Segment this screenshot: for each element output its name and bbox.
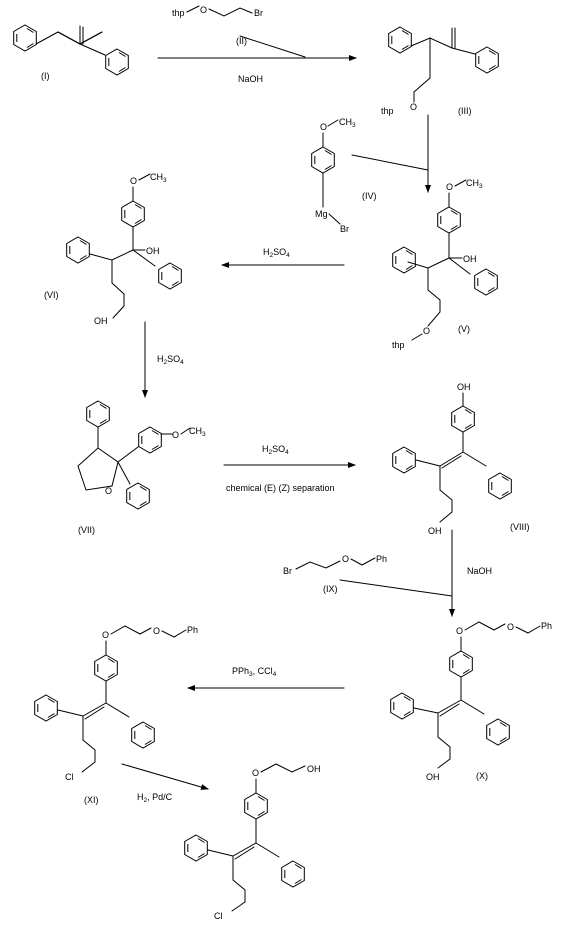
reaction-arrow — [121, 763, 209, 790]
compound-IX: Br O Ph (IX) — [283, 554, 453, 597]
benzene-ring — [392, 446, 416, 474]
atom-oh: OH — [428, 526, 442, 536]
atom-oh: OH — [146, 246, 160, 256]
atom-oh: OH — [307, 764, 321, 774]
atom-o: O — [200, 5, 207, 15]
benzene-ring — [121, 200, 145, 228]
compound-VII: O O CH3 (VII) — [77, 400, 206, 535]
atom-cl: Cl — [214, 911, 223, 921]
atom-thp: thp — [172, 8, 185, 18]
compound-label: (IX) — [323, 584, 338, 594]
benzene-ring — [126, 482, 150, 510]
benzene-ring — [131, 721, 155, 749]
atom-ring-o: O — [105, 486, 112, 496]
compound-product: O OH Cl — [184, 763, 321, 921]
compound-II: thp O Br (II) — [172, 5, 306, 58]
compound-label: (I) — [41, 71, 50, 81]
compound-label: (II) — [236, 36, 247, 46]
atom-oh: OH — [94, 316, 108, 326]
compound-V: O CH3 OH O thp (V) — [392, 178, 498, 350]
atom-br: Br — [340, 224, 349, 234]
benzene-ring — [13, 24, 37, 52]
reagent-h2-pdc: H2, Pd/C — [137, 792, 173, 804]
atom-cl: Cl — [65, 772, 74, 782]
atom-o: O — [446, 182, 453, 192]
compound-XI: O O Ph Cl (XI) — [34, 625, 198, 805]
benzene-ring — [244, 792, 268, 820]
atom-o: O — [456, 626, 463, 636]
atom-ch3: CH3 — [189, 426, 206, 438]
benzene-ring — [437, 206, 461, 234]
compound-label: (XI) — [84, 795, 99, 805]
compound-label: (III) — [458, 106, 472, 116]
atom-o: O — [172, 430, 179, 440]
compound-IV: O CH3 Mg Br (IV) — [311, 117, 429, 234]
reagent-naoh: NaOH — [238, 74, 263, 84]
atom-ch3: CH3 — [466, 178, 483, 190]
compound-label: (X) — [476, 771, 488, 781]
atom-ch3: CH3 — [339, 117, 356, 129]
atom-oh: OH — [426, 772, 440, 782]
atom-br: Br — [254, 8, 263, 18]
atom-o: O — [507, 622, 514, 632]
atom-thp: thp — [381, 106, 394, 116]
compound-label: (VIII) — [510, 522, 530, 532]
atom-o: O — [423, 326, 430, 336]
atom-ph: Ph — [376, 554, 387, 564]
reagent-naoh: NaOH — [467, 566, 492, 576]
compound-X: O O Ph OH (X) — [390, 621, 552, 782]
reagent-separation-note: chemical (E) (Z) separation — [226, 483, 335, 493]
atom-ph: Ph — [187, 625, 198, 635]
benzene-ring — [94, 654, 118, 682]
compound-VIII: OH OH (VIII) — [392, 382, 530, 536]
atom-o: O — [252, 768, 259, 778]
atom-ph: Ph — [541, 621, 552, 631]
atom-o: O — [320, 122, 327, 132]
atom-o: O — [153, 626, 160, 636]
benzene-ring — [311, 146, 335, 174]
atom-o: O — [410, 102, 417, 112]
compound-I: (I) — [13, 24, 129, 81]
atom-o: O — [130, 176, 137, 186]
reagent-h2so4: H2SO4 — [157, 354, 184, 366]
benzene-ring — [105, 48, 129, 76]
atom-br: Br — [283, 566, 292, 576]
compound-label: (V) — [458, 324, 470, 334]
benzene-ring — [34, 694, 58, 722]
compound-III: thp O (III) — [381, 26, 499, 116]
benzene-ring — [451, 405, 475, 433]
benzene-ring — [449, 650, 473, 678]
benzene-ring — [488, 472, 512, 500]
benzene-ring — [86, 400, 110, 428]
compound-label: (VI) — [44, 290, 59, 300]
benzene-ring — [475, 46, 499, 74]
benzene-ring — [138, 426, 162, 454]
atom-o: O — [342, 554, 349, 564]
atom-mg: Mg — [315, 209, 328, 219]
atom-oh: OH — [463, 254, 477, 264]
benzene-ring — [392, 246, 416, 274]
reagent-pph3-ccl4: PPh3, CCl4 — [232, 666, 277, 678]
benzene-ring — [281, 860, 305, 888]
benzene-ring — [390, 692, 414, 720]
reagent-h2so4: H2SO4 — [262, 444, 289, 456]
compound-label: (VII) — [78, 525, 95, 535]
atom-o: O — [102, 630, 109, 640]
benzene-ring — [184, 834, 208, 862]
benzene-ring — [388, 26, 412, 54]
benzene-ring — [66, 236, 90, 264]
benzene-ring — [474, 268, 498, 296]
compound-VI: O CH3 OH OH (VI) — [44, 172, 182, 326]
atom-thp: thp — [392, 340, 405, 350]
atom-ch3: CH3 — [150, 172, 167, 184]
benzene-ring — [486, 718, 510, 746]
benzene-ring — [158, 262, 182, 290]
atom-oh: OH — [457, 382, 471, 392]
reagent-h2so4: H2SO4 — [263, 247, 290, 259]
compound-label: (IV) — [362, 191, 377, 201]
